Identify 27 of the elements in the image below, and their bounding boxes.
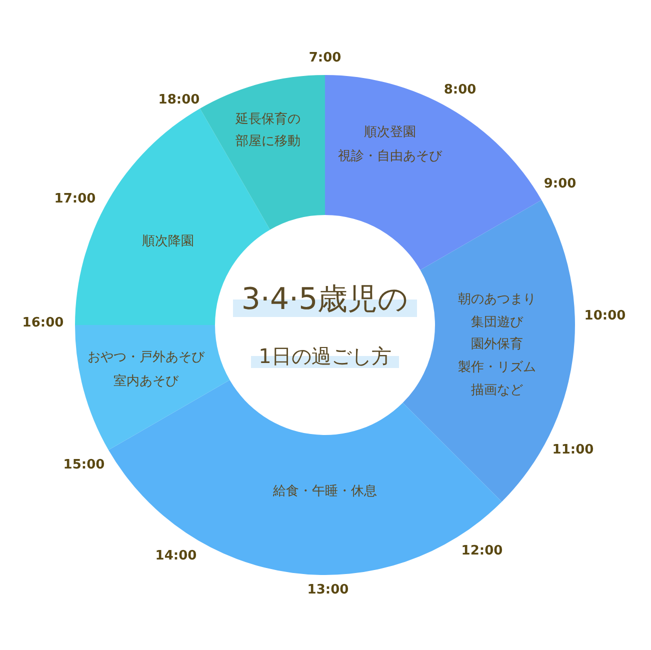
time-label: 10:00 <box>584 308 626 324</box>
activity-label: 順次登園 <box>364 124 416 142</box>
time-label: 13:00 <box>307 582 349 598</box>
activity-label: おやつ・戸外あそび <box>88 349 204 367</box>
activity-label: 園外保育 <box>471 336 523 354</box>
activity-label: 室内あそび <box>114 373 178 391</box>
time-label: 14:00 <box>155 548 197 564</box>
time-label: 18:00 <box>158 92 200 108</box>
activity-label: 製作・リズム <box>458 359 536 377</box>
time-label: 8:00 <box>444 82 476 98</box>
activity-label: 集団遊び <box>471 314 523 332</box>
time-label: 16:00 <box>22 316 64 330</box>
donut-segment <box>325 75 542 270</box>
activity-label: 朝のあつまり <box>458 291 536 309</box>
activity-label: 描画など <box>471 382 523 400</box>
donut-segment <box>75 325 230 451</box>
time-label: 12:00 <box>461 544 503 558</box>
activity-label: 給食・午睡・休息 <box>273 483 377 501</box>
time-label: 9:00 <box>544 176 576 192</box>
time-label: 15:00 <box>63 458 105 472</box>
time-label: 7:00 <box>308 50 342 66</box>
time-label: 17:00 <box>54 192 96 206</box>
activity-label: 順次降園 <box>142 233 194 251</box>
activity-label: 視診・自由あそび <box>338 148 442 166</box>
activity-label: 延長保育の部屋に移動 <box>234 110 302 151</box>
donut-segment <box>199 75 325 230</box>
time-label: 11:00 <box>552 442 594 458</box>
